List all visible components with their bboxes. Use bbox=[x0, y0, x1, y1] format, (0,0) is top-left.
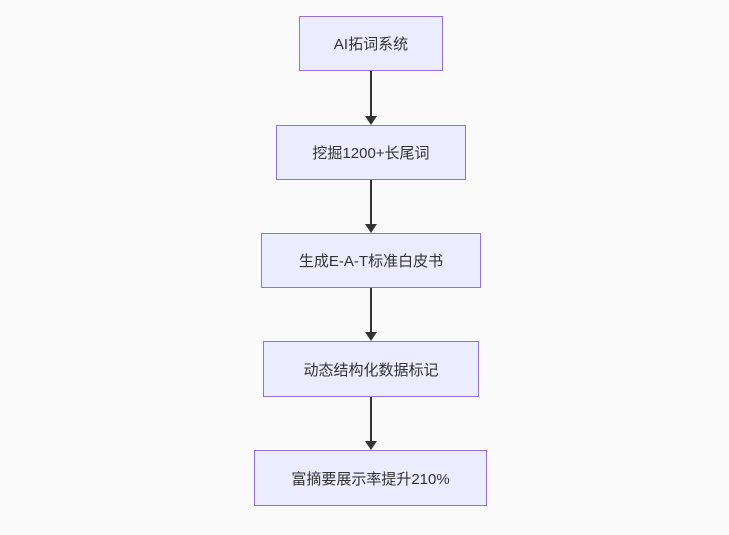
arrow-line bbox=[370, 288, 372, 332]
flow-node-rich-snippet-result: 富摘要展示率提升210% bbox=[254, 450, 487, 506]
flow-node-structured-data-markup: 动态结构化数据标记 bbox=[263, 341, 479, 397]
arrow-down-icon bbox=[365, 116, 377, 125]
flow-node-eat-whitepaper: 生成E-A-T标准白皮书 bbox=[261, 233, 481, 288]
flow-node-ai-keyword-system: AI拓词系统 bbox=[299, 16, 443, 71]
arrow-line bbox=[370, 397, 372, 441]
arrow-down-icon bbox=[365, 224, 377, 233]
flow-node-longtail-mining: 挖掘1200+长尾词 bbox=[276, 125, 466, 180]
arrow-down-icon bbox=[365, 441, 377, 450]
arrow-line bbox=[370, 180, 372, 224]
flow-edge-c-d bbox=[365, 288, 377, 341]
arrow-line bbox=[370, 71, 372, 116]
flow-edge-a-b bbox=[365, 71, 377, 125]
flow-edge-b-c bbox=[365, 180, 377, 233]
flow-edge-d-e bbox=[365, 397, 377, 450]
arrow-down-icon bbox=[365, 332, 377, 341]
